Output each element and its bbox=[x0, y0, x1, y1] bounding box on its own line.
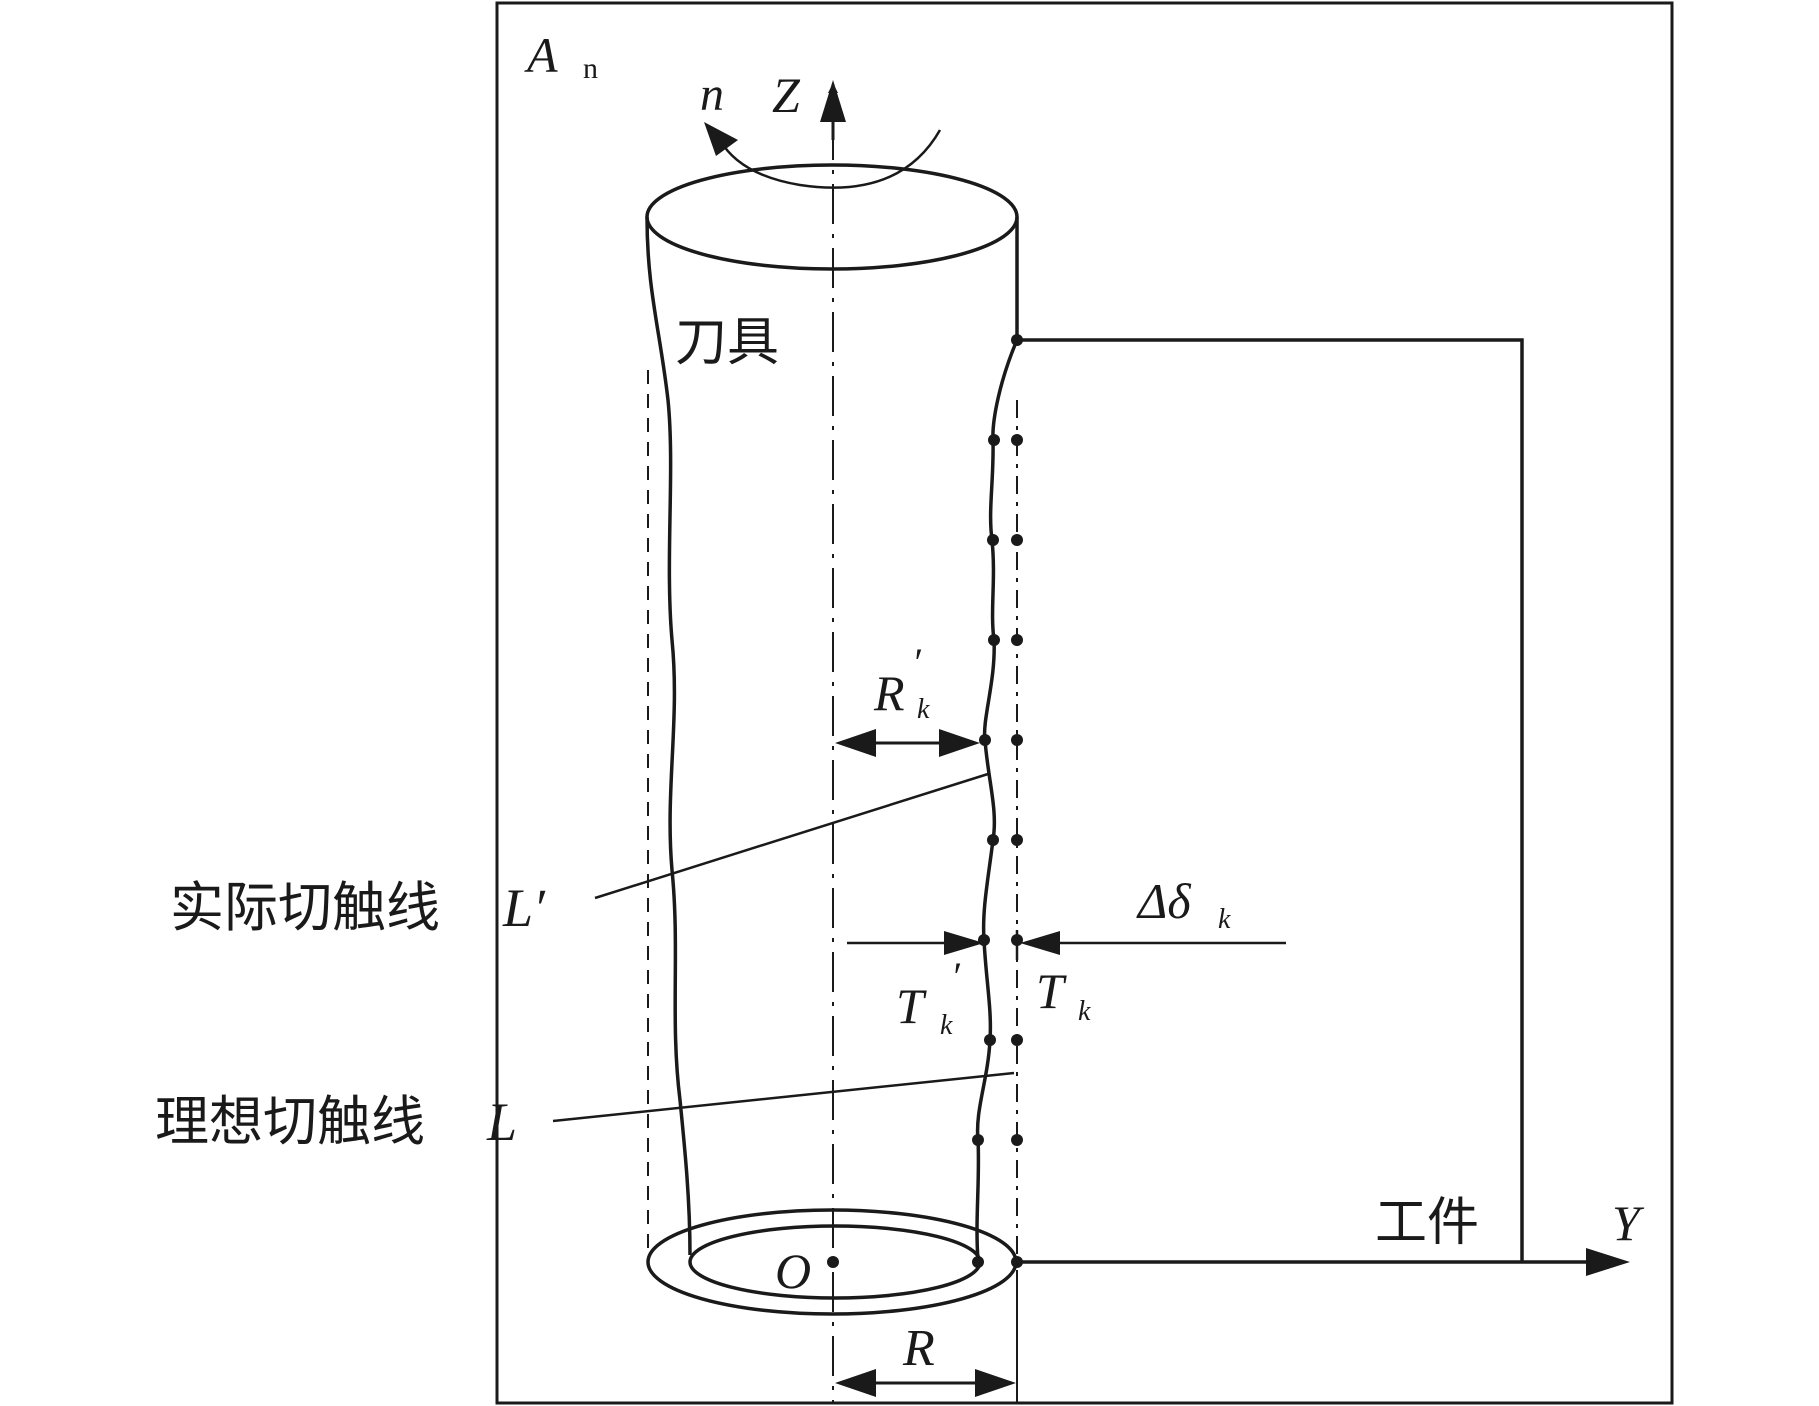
ideal-point bbox=[1011, 834, 1023, 846]
origin-label: O bbox=[775, 1243, 811, 1299]
actual-point bbox=[988, 434, 1000, 446]
ideal-point bbox=[1011, 634, 1023, 646]
plane-subscript: n bbox=[583, 52, 598, 85]
ideal-point bbox=[1011, 1256, 1023, 1268]
actual-point bbox=[1011, 334, 1023, 346]
actual-point bbox=[972, 1256, 984, 1268]
r-arrow-right bbox=[975, 1369, 1016, 1397]
ideal-line-label: 理想切触线 bbox=[155, 1090, 425, 1153]
delta-sub: k bbox=[1218, 904, 1231, 935]
actual-point bbox=[979, 734, 991, 746]
rk-prime-arrow-left bbox=[835, 729, 876, 757]
rk-prime-arrow-right bbox=[939, 729, 980, 757]
actual-line-symbol: L′ bbox=[502, 878, 546, 938]
tk-prime-arrow bbox=[944, 931, 984, 955]
rotation-arc bbox=[718, 129, 942, 189]
actual-line-label: 实际切触线 bbox=[170, 876, 440, 939]
actual-point bbox=[972, 1134, 984, 1146]
z-axis-label: Z bbox=[772, 67, 801, 123]
rk-prime-label: R bbox=[873, 665, 905, 721]
r-arrow-left bbox=[835, 1369, 876, 1397]
delta-arrow bbox=[1020, 931, 1060, 955]
tool-label: 刀具 bbox=[675, 313, 779, 373]
z-arrow-head bbox=[820, 80, 846, 122]
actual-point bbox=[987, 834, 999, 846]
ideal-point bbox=[1011, 1134, 1023, 1146]
tk-prime-mark: ′ bbox=[951, 954, 961, 999]
rk-prime-mark: ′ bbox=[912, 640, 922, 685]
plane-frame bbox=[495, 1, 1674, 1405]
rotation-label: n bbox=[700, 68, 724, 121]
actual-point bbox=[984, 1034, 996, 1046]
tk-prime-sub: k bbox=[940, 1010, 953, 1041]
ideal-point bbox=[1011, 1034, 1023, 1046]
workpiece-label: 工件 bbox=[1375, 1193, 1479, 1253]
ideal-point bbox=[1011, 534, 1023, 546]
plane-label: A bbox=[524, 27, 558, 83]
tk-label: T bbox=[1036, 963, 1067, 1019]
ideal-line-symbol: L bbox=[486, 1092, 517, 1152]
origin-point bbox=[827, 1256, 839, 1268]
rk-prime-sub: k bbox=[917, 694, 930, 725]
tk-sub: k bbox=[1078, 996, 1091, 1027]
r-label: R bbox=[902, 1320, 935, 1377]
ideal-point bbox=[1011, 434, 1023, 446]
tool-left-edge bbox=[645, 216, 692, 1256]
rotation-arrow-icon bbox=[704, 122, 738, 156]
actual-point bbox=[987, 534, 999, 546]
ideal-line-leader bbox=[552, 1071, 1015, 1123]
ideal-point bbox=[1011, 734, 1023, 746]
actual-line-leader bbox=[594, 772, 989, 900]
y-arrow-head bbox=[1586, 1248, 1630, 1276]
tk-prime-label: T bbox=[896, 978, 927, 1034]
actual-contact-line bbox=[975, 339, 1019, 1261]
workpiece-outline bbox=[1017, 338, 1524, 1262]
y-axis-label: Y bbox=[1612, 1195, 1645, 1251]
actual-point bbox=[988, 634, 1000, 646]
delta-label: Δδ bbox=[1136, 873, 1191, 929]
